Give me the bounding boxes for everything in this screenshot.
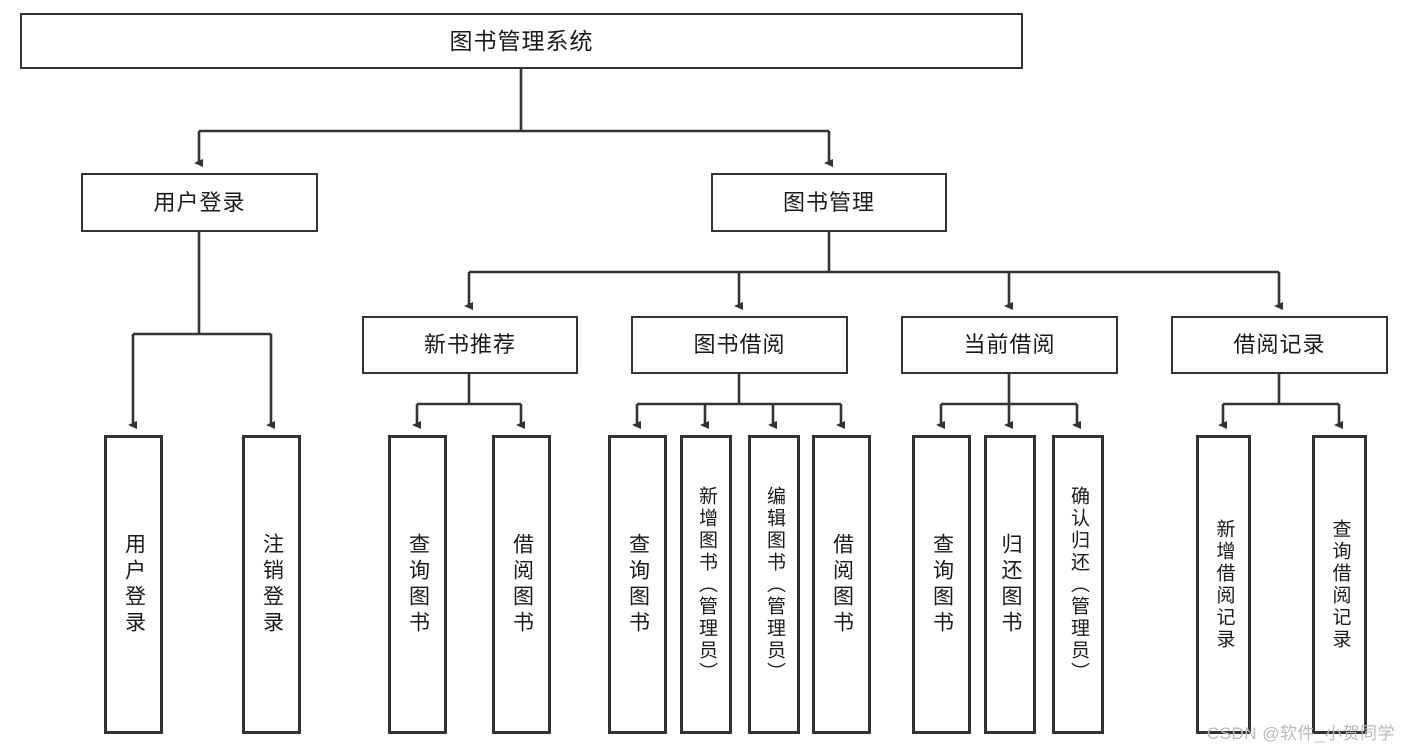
node-label: 查询图书 — [626, 532, 650, 637]
leaf-return-book[interactable]: 归还图书 — [984, 435, 1036, 734]
leaf-borrow-book-bb[interactable]: 借阅图书 — [812, 435, 871, 734]
node-borrowing-record[interactable]: 借阅记录 — [1171, 316, 1388, 374]
node-label: 借阅记录 — [1233, 332, 1326, 358]
node-label: 当前借阅 — [963, 332, 1056, 358]
node-label: 新增图书（管理员） — [695, 485, 717, 684]
node-new-book-recommendation[interactable]: 新书推荐 — [362, 316, 578, 374]
node-label: 借阅图书 — [510, 532, 534, 637]
node-label: 图书管理系统 — [449, 27, 594, 54]
leaf-confirm-return-admin[interactable]: 确认归还（管理员） — [1052, 435, 1104, 734]
node-label: 查询借阅记录 — [1329, 518, 1351, 651]
node-label: 新增借阅记录 — [1213, 518, 1235, 651]
leaf-query-book-cb[interactable]: 查询图书 — [912, 435, 971, 734]
node-label: 查询图书 — [406, 532, 430, 637]
leaf-query-book-bb[interactable]: 查询图书 — [608, 435, 667, 734]
leaf-edit-book-admin[interactable]: 编辑图书（管理员） — [748, 435, 800, 734]
node-label: 归还图书 — [999, 532, 1023, 637]
node-label: 借阅图书 — [830, 532, 854, 637]
node-label: 新书推荐 — [423, 332, 516, 358]
leaf-add-borrow-record[interactable]: 新增借阅记录 — [1196, 435, 1251, 734]
leaf-user-login[interactable]: 用户登录 — [104, 435, 163, 734]
node-label: 注销登录 — [260, 532, 284, 637]
leaf-query-book-nbr[interactable]: 查询图书 — [388, 435, 447, 734]
node-user-login[interactable]: 用户登录 — [81, 173, 318, 232]
node-label: 编辑图书（管理员） — [763, 485, 785, 684]
node-current-borrowing[interactable]: 当前借阅 — [901, 316, 1118, 374]
node-label: 图书管理 — [782, 189, 875, 215]
node-label: 查询图书 — [930, 532, 954, 637]
node-book-borrowing[interactable]: 图书借阅 — [631, 316, 848, 374]
node-label: 用户登录 — [122, 532, 146, 637]
node-book-management[interactable]: 图书管理 — [711, 173, 947, 232]
node-label: 图书借阅 — [693, 332, 786, 358]
node-label: 用户登录 — [153, 189, 246, 215]
node-label: 确认归还（管理员） — [1067, 485, 1089, 684]
leaf-logout[interactable]: 注销登录 — [242, 435, 301, 734]
node-book-management-system[interactable]: 图书管理系统 — [20, 13, 1023, 69]
leaf-borrow-book-nbr[interactable]: 借阅图书 — [492, 435, 551, 734]
leaf-add-book-admin[interactable]: 新增图书（管理员） — [680, 435, 732, 734]
leaf-query-borrow-record[interactable]: 查询借阅记录 — [1312, 435, 1367, 734]
